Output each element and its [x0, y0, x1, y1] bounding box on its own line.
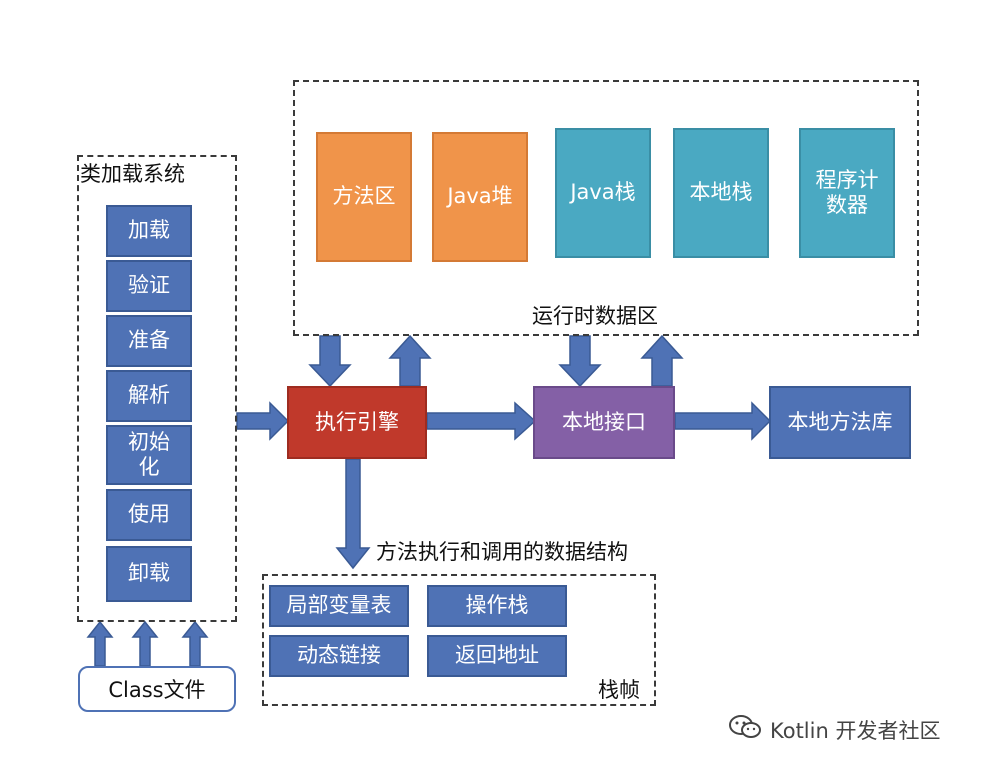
- operand-stack: 操作栈: [427, 585, 567, 627]
- local-variable-table-label: 局部变量表: [286, 593, 392, 618]
- native-stack: 本地栈: [673, 128, 769, 258]
- return-address: 返回地址: [427, 635, 567, 677]
- step-resolve: 解析: [106, 370, 192, 422]
- loader-to-engine-arrow: [236, 401, 290, 441]
- step-resolve-label: 解析: [128, 383, 170, 408]
- class-file: Class文件: [78, 666, 236, 712]
- step-load-label: 加载: [128, 218, 170, 243]
- runtime-data-area: [293, 80, 919, 336]
- step-prepare: 准备: [106, 315, 192, 367]
- classfile-arrow-1: [86, 620, 114, 667]
- interface-to-runtime-arrow: [640, 334, 684, 387]
- step-unload: 卸载: [106, 546, 192, 602]
- execution-engine: 执行引擎: [287, 386, 427, 459]
- dynamic-linking-label: 动态链接: [297, 643, 381, 668]
- step-verify: 验证: [106, 260, 192, 312]
- classfile-arrow-2: [131, 620, 159, 667]
- watermark: Kotlin 开发者社区: [728, 714, 940, 745]
- java-heap: Java堆: [432, 132, 528, 262]
- step-use: 使用: [106, 489, 192, 541]
- dynamic-linking: 动态链接: [269, 635, 409, 677]
- engine-to-runtime-arrow: [388, 334, 432, 387]
- class-loader-label: 类加载系统: [80, 162, 185, 186]
- step-prepare-label: 准备: [128, 328, 170, 353]
- operand-stack-label: 操作栈: [465, 593, 529, 618]
- step-use-label: 使用: [128, 502, 170, 527]
- step-initialize-label: 初始化: [128, 429, 170, 479]
- class-file-label: Class文件: [108, 678, 206, 702]
- stack-frame: [262, 574, 656, 706]
- program-counter-label: 程序计数器: [815, 167, 879, 217]
- java-stack: Java栈: [555, 128, 651, 258]
- return-address-label: 返回地址: [455, 643, 539, 668]
- step-unload-label: 卸载: [128, 561, 170, 586]
- native-interface-label: 本地接口: [562, 409, 646, 434]
- class-loader-system: [77, 155, 237, 622]
- runtime-area-label: 运行时数据区: [532, 304, 658, 328]
- java-heap-label: Java堆: [447, 184, 513, 209]
- program-counter: 程序计数器: [799, 128, 895, 258]
- step-initialize: 初始化: [106, 425, 192, 485]
- local-variable-table: 局部变量表: [269, 585, 409, 627]
- interface-to-library-arrow: [674, 401, 772, 441]
- engine-to-frame-arrow: [335, 458, 371, 570]
- stack-frame-label: 栈帧: [598, 678, 640, 702]
- native-library: 本地方法库: [769, 386, 911, 459]
- step-verify-label: 验证: [128, 273, 170, 298]
- wechat-icon: [728, 714, 762, 745]
- native-stack-label: 本地栈: [689, 180, 753, 205]
- native-library-label: 本地方法库: [787, 409, 893, 434]
- watermark-text: Kotlin 开发者社区: [770, 718, 941, 743]
- stack-frame-caption: 方法执行和调用的数据结构: [376, 540, 628, 564]
- native-interface: 本地接口: [533, 386, 675, 459]
- method-area-label: 方法区: [332, 184, 396, 209]
- java-stack-label: Java栈: [570, 180, 636, 205]
- execution-engine-label: 执行引擎: [315, 409, 399, 434]
- classfile-arrow-3: [181, 620, 209, 667]
- step-load: 加载: [106, 205, 192, 257]
- runtime-to-interface-arrow: [558, 335, 602, 388]
- engine-to-interface-arrow: [426, 401, 537, 441]
- method-area: 方法区: [316, 132, 412, 262]
- runtime-to-engine-arrow: [308, 335, 352, 388]
